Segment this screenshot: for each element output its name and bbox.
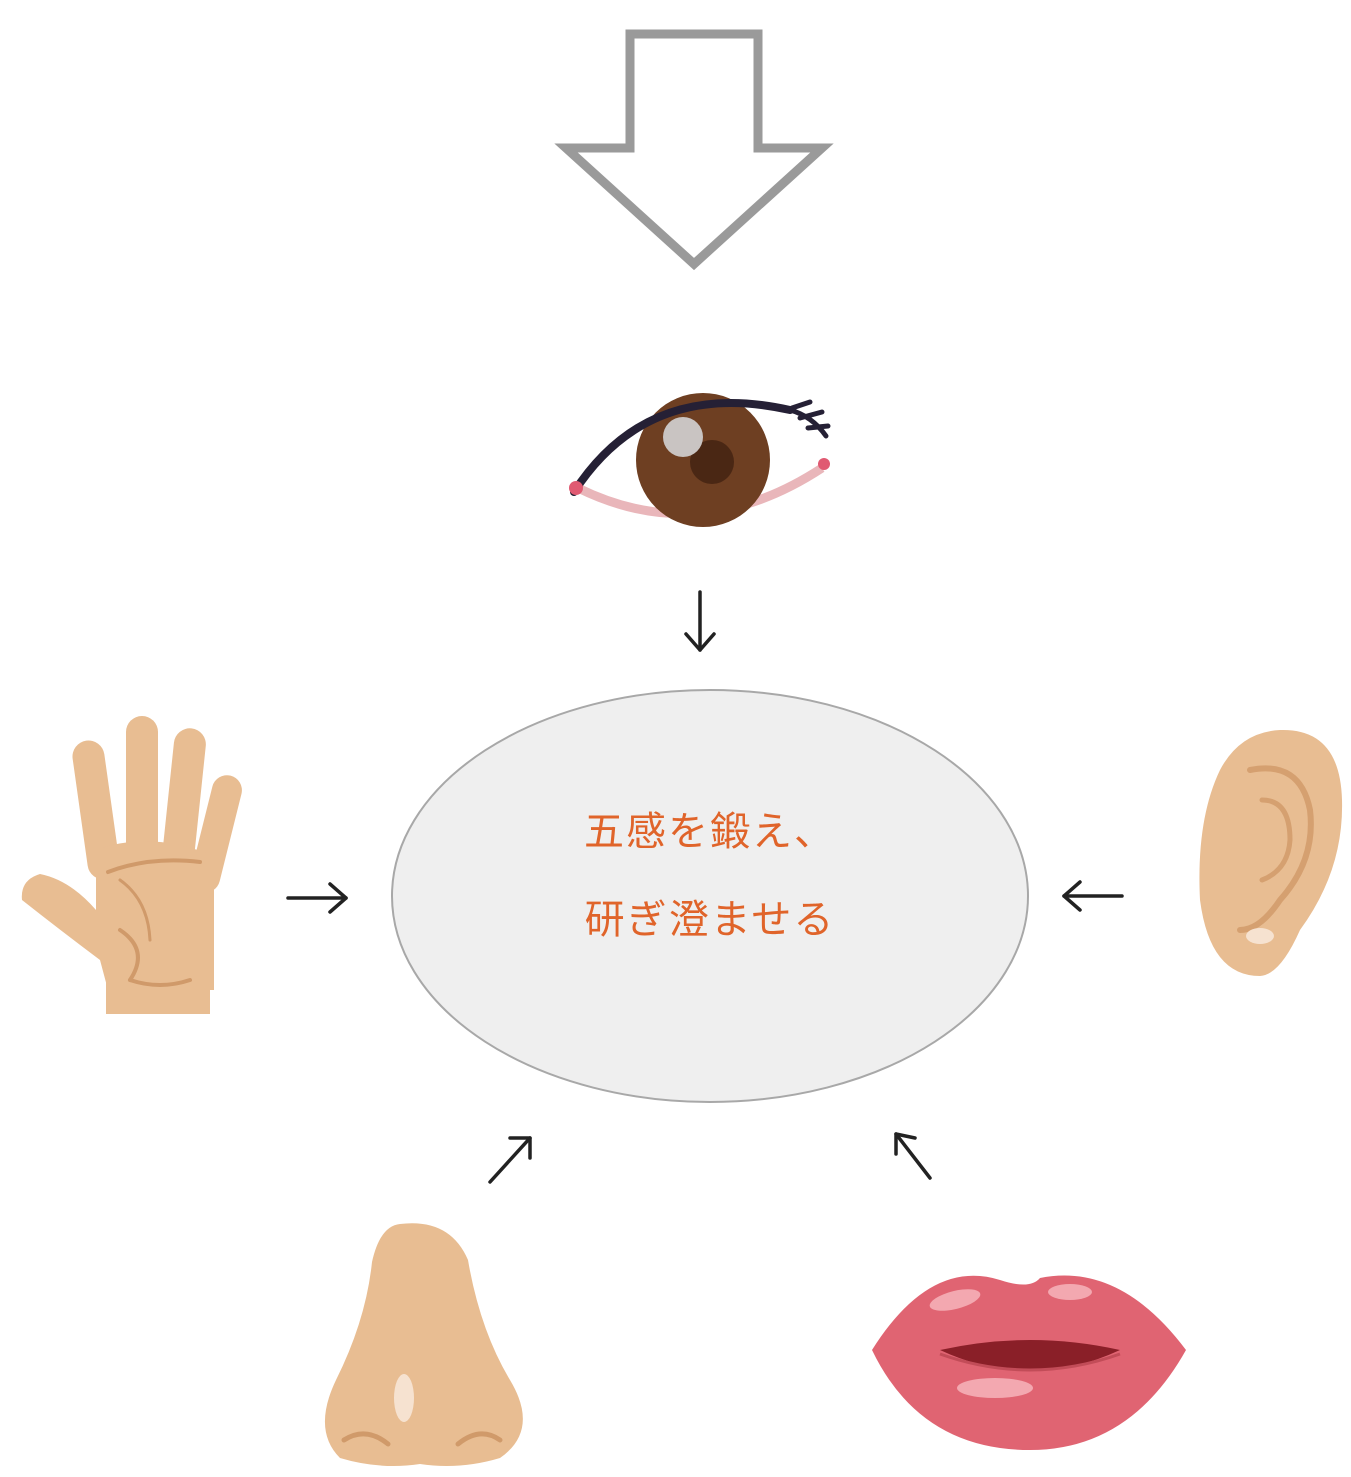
center-text-line2: 研ぎ澄ませる xyxy=(584,897,836,943)
arrow-from-mouth-icon xyxy=(894,1132,932,1180)
center-ellipse xyxy=(391,689,1029,1103)
hand-icon xyxy=(21,716,242,1014)
arrow-from-hand-icon xyxy=(286,882,348,914)
nose-icon xyxy=(324,1223,523,1466)
eye-icon xyxy=(569,393,831,529)
ear-icon xyxy=(1199,729,1343,976)
arrow-from-nose-icon xyxy=(488,1136,532,1184)
arrow-from-eye-icon xyxy=(684,590,716,652)
center-text-line1: 五感を鍛え、 xyxy=(584,809,836,855)
big-down-arrow-icon xyxy=(554,29,834,271)
arrow-from-ear-icon xyxy=(1062,880,1124,912)
mouth-icon xyxy=(872,1275,1186,1450)
